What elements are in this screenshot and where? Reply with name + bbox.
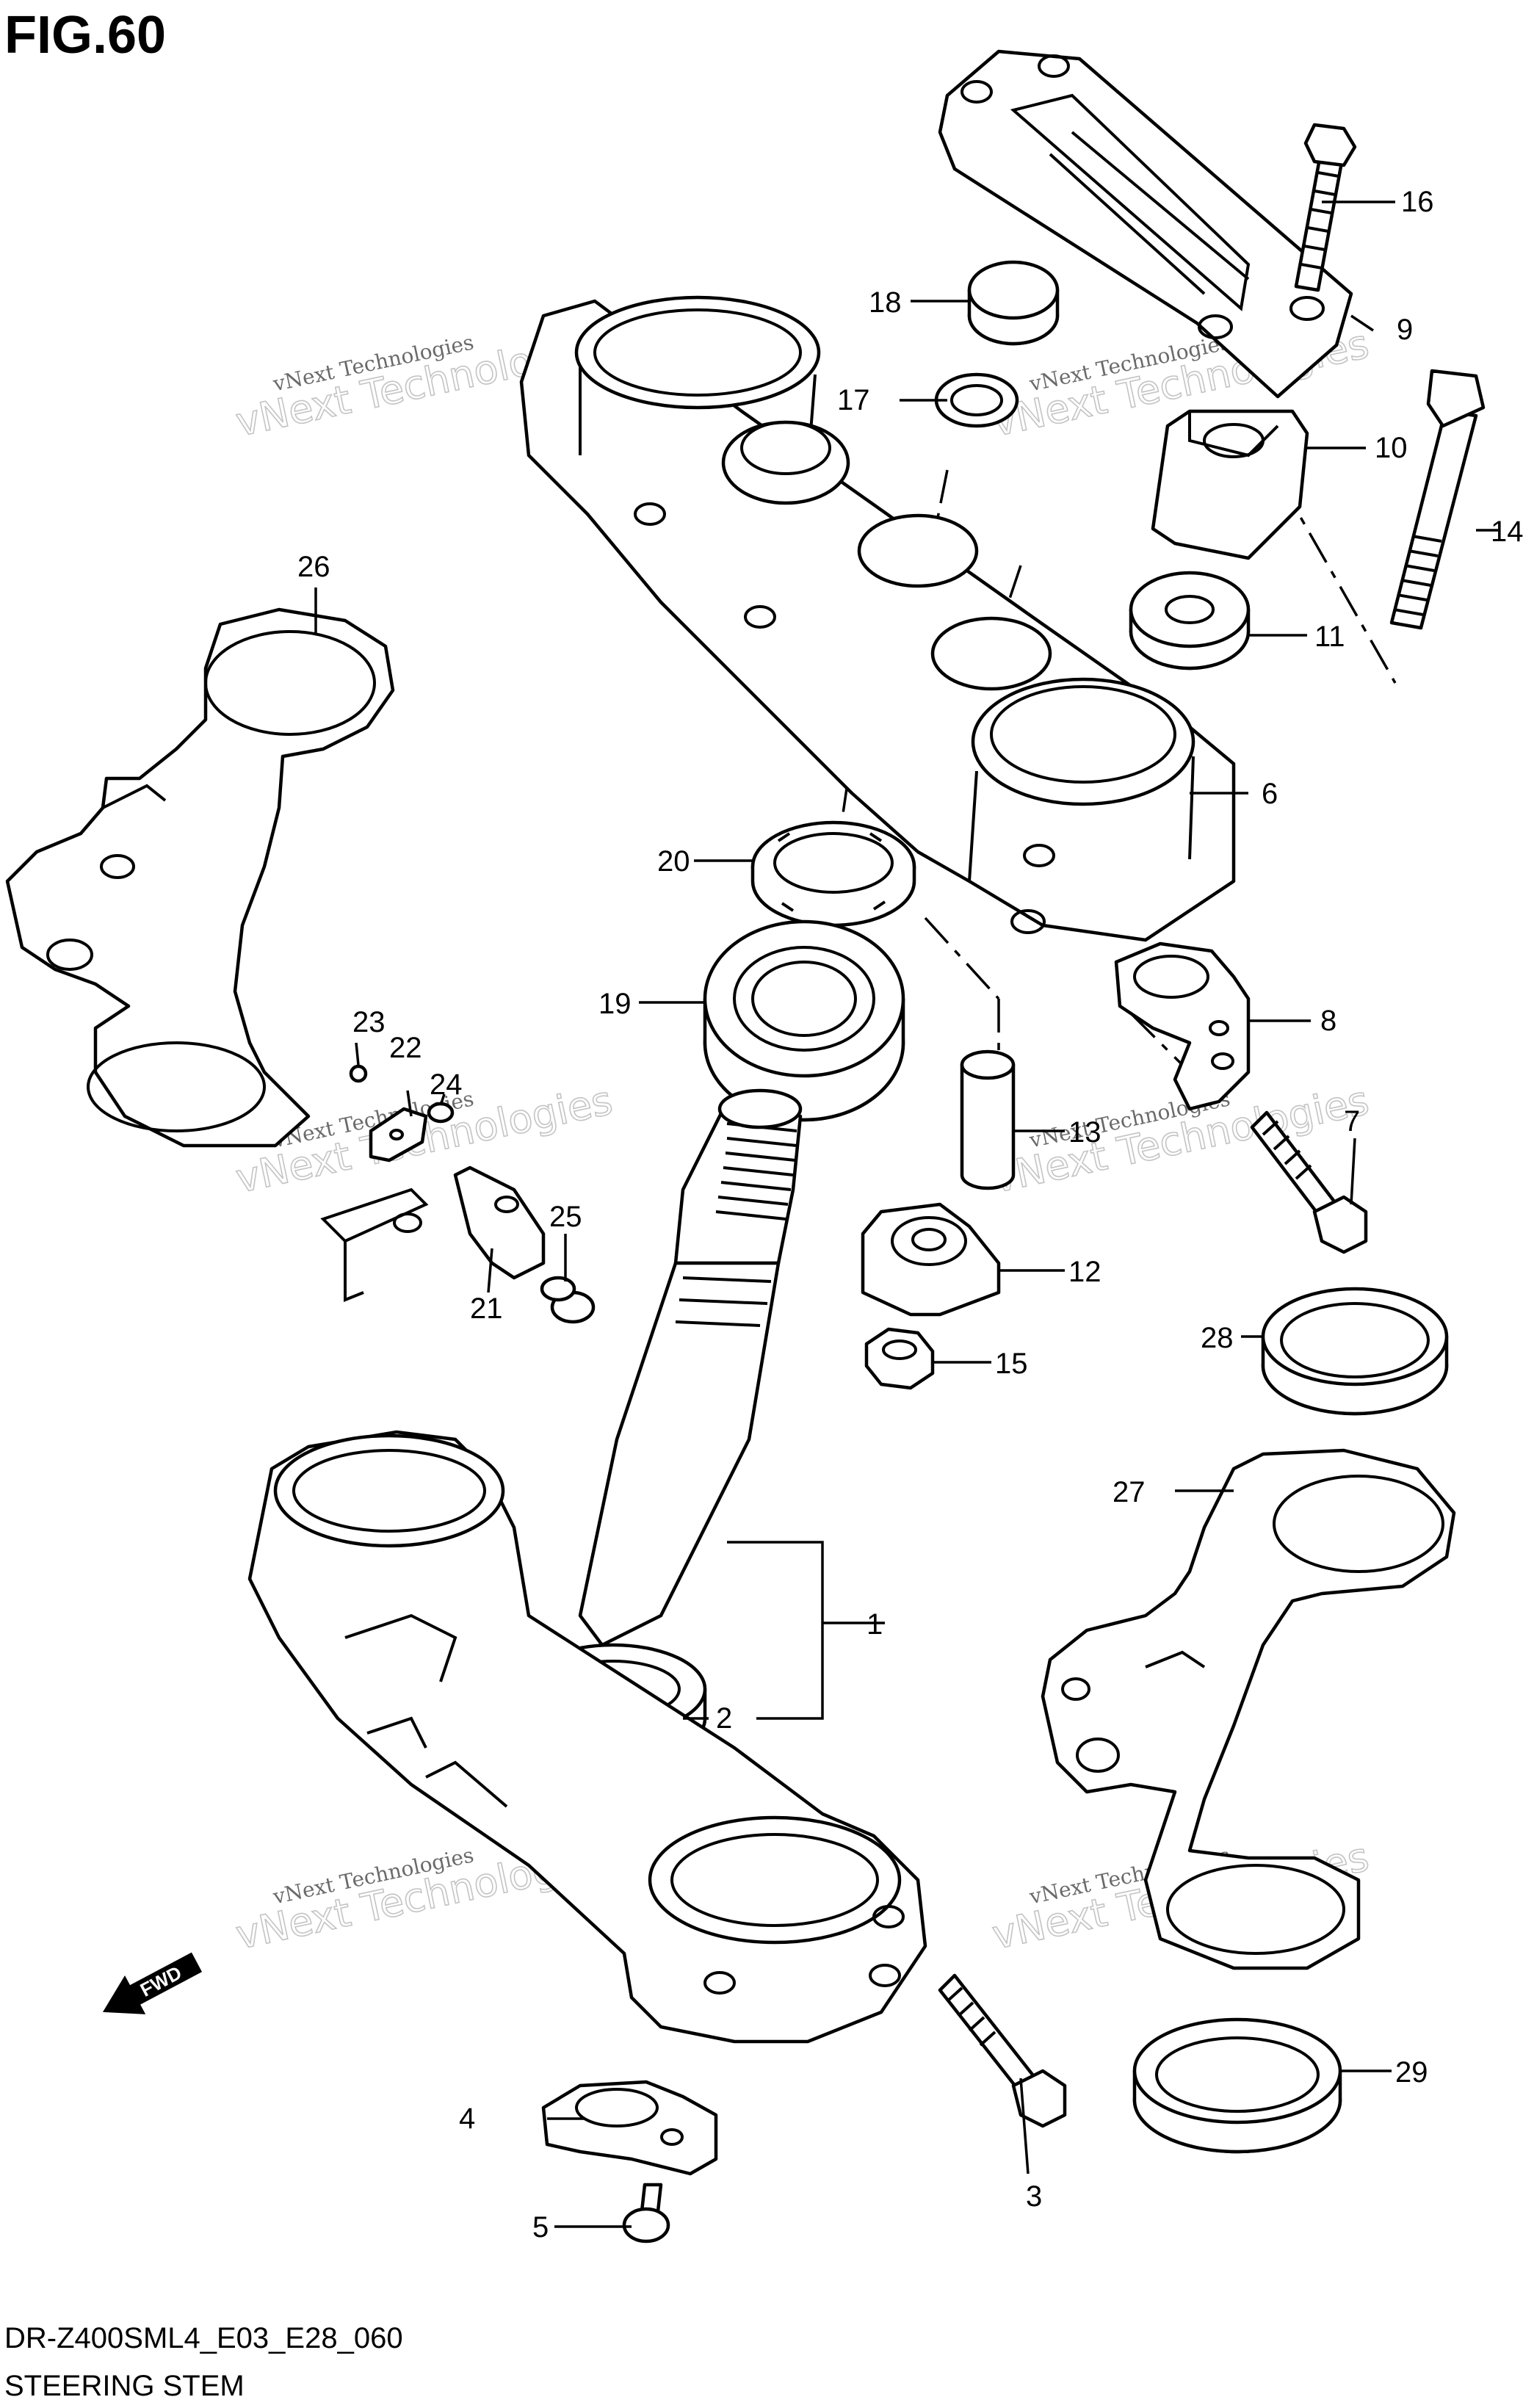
figure-title: FIG.60 [4,6,166,65]
part-21-switch [320,1165,546,1302]
part-1-steering-stem [578,1088,803,1647]
part-28-seal [1261,1287,1449,1416]
part-13-spacer [960,1049,1016,1190]
part-25-cap [540,1276,596,1324]
callout-20: 20 [657,845,690,878]
part-6-upper-bracket [519,295,1236,942]
part-1-lower-bracket [247,1430,927,2044]
callout-11: 11 [1314,621,1345,653]
part-26-bracket [5,607,395,1148]
leader-lines [314,200,1498,2228]
part-23-screw [349,1064,368,1083]
callout-18: 18 [869,286,902,319]
callout-22: 22 [389,1032,422,1064]
callout-4: 4 [459,2103,475,2135]
part-22-plate [369,1107,428,1163]
callout-19: 19 [598,988,632,1020]
callout-28: 28 [1201,1322,1234,1354]
callout-7: 7 [1344,1105,1360,1138]
callout-14: 14 [1491,516,1523,548]
part-10-clamp [1151,409,1309,560]
callout-12: 12 [1068,1256,1101,1288]
callout-16: 16 [1401,186,1434,218]
part-14-long-bolt [1389,369,1486,630]
callout-6: 6 [1262,778,1278,810]
part-19-bearing [703,919,905,1122]
part-27-bracket [1041,1448,1456,1970]
callout-23: 23 [352,1006,386,1038]
callout-3: 3 [1026,2180,1042,2213]
callout-29: 29 [1395,2056,1428,2089]
part-16-bolt [1294,123,1357,292]
callout-24: 24 [430,1069,463,1101]
figure-code: DR-Z400SML4_E03_E28_060 [4,2322,403,2354]
callout-8: 8 [1320,1005,1336,1037]
callout-27: 27 [1113,1476,1146,1508]
callout-9: 9 [1397,314,1413,346]
callout-26: 26 [297,551,330,583]
callout-10: 10 [1375,432,1408,464]
callouts: 1 2 3 4 5 6 7 8 9 10 11 12 13 14 15 16 1… [297,186,1523,2244]
part-5-screw [622,2183,670,2244]
part-24-screw [427,1102,455,1124]
part-29-seal [1132,2017,1342,2154]
part-7-bolt [1250,1110,1368,1254]
part-15-nut [864,1327,935,1390]
part-8-bracket [1114,941,1251,1111]
callout-13: 13 [1068,1116,1101,1149]
fwd-arrow-icon: FWD [102,1952,203,2014]
callout-21: 21 [470,1292,503,1325]
callout-25: 25 [549,1201,582,1233]
fwd-label: FWD [137,1962,185,2001]
part-9-handlebar-holder-upper [938,49,1353,399]
callout-15: 15 [995,1348,1028,1380]
part-4-clamp [541,2080,718,2176]
callout-1: 1 [867,1608,883,1641]
part-11-cushion [1129,571,1251,670]
callout-17: 17 [837,384,870,416]
part-18-cap [967,260,1060,346]
part-20-nut [750,820,916,928]
callout-5: 5 [532,2211,549,2244]
callout-2: 2 [716,1702,732,1735]
figure-caption: STEERING STEM [4,2370,245,2402]
part-12-bushing [861,1202,1001,1317]
part-17-washer [934,372,1019,428]
part-3-bolt [938,1973,1067,2128]
